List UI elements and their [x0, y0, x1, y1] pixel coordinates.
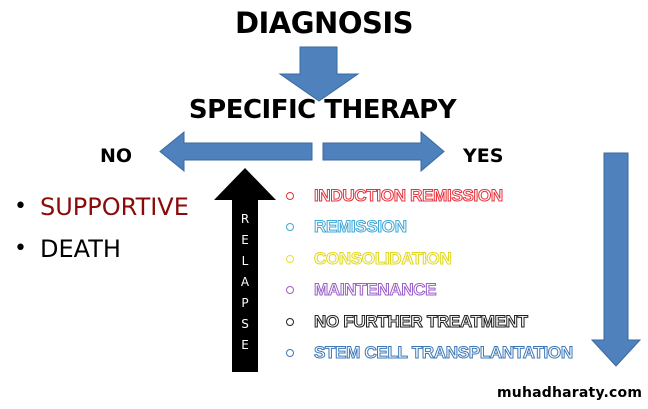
relapse-letter: E	[241, 338, 249, 352]
yes-outcome-item: MAINTENANCE	[284, 275, 573, 307]
yes-outcome-maintenance: MAINTENANCE	[313, 280, 437, 300]
yes-outcome-item: STEM CELL TRANSPLANTATION	[284, 338, 574, 370]
yes-outcome-item: INDUCTION REMISSION	[284, 180, 573, 212]
ring-bullet-icon	[286, 349, 294, 358]
ring-bullet-icon	[286, 317, 294, 326]
no-outcome-death: DEATH	[40, 235, 121, 263]
yes-outcome-induction-remission: INDUCTION REMISSION	[314, 185, 504, 205]
yes-outcome-remission: REMISSION	[314, 217, 408, 237]
ring-bullet-icon	[286, 223, 294, 232]
yes-outcome-item: NO FURTHER TREATMENT	[284, 306, 573, 338]
no-outcome-item: • SUPPORTIVE	[14, 186, 189, 228]
relapse-label: R E L A P S E	[238, 209, 252, 356]
diagnosis-title: DIAGNOSIS	[234, 6, 414, 40]
yes-outcomes-list: INDUCTION REMISSION REMISSION CONSOLIDAT…	[284, 180, 574, 370]
relapse-letter: P	[241, 296, 249, 310]
ring-bullet-icon	[286, 191, 294, 200]
down-arrow-diagnosis	[278, 46, 360, 102]
no-branch-label: NO	[100, 145, 133, 167]
yes-outcome-item: CONSOLIDATION	[284, 243, 573, 275]
yes-branch-label: YES	[463, 145, 504, 167]
yes-outcome-no-further-treatment: NO FURTHER TREATMENT	[314, 311, 529, 331]
ring-bullet-icon	[286, 286, 294, 295]
yes-outcome-consolidation: CONSOLIDATION	[313, 248, 452, 268]
relapse-letter: L	[241, 254, 249, 268]
relapse-arrow	[214, 168, 276, 372]
relapse-letter: A	[240, 275, 250, 289]
yes-outcome-stem-cell-transplantation: STEM CELL TRANSPLANTATION	[314, 343, 574, 363]
bullet-icon: •	[14, 236, 27, 261]
specific-therapy-heading: SPECIFIC THERAPY	[188, 95, 457, 125]
left-arrow-no	[159, 130, 313, 173]
no-outcomes-list: • SUPPORTIVE • DEATH	[14, 186, 189, 270]
ring-bullet-icon	[286, 254, 294, 263]
yes-outcome-item: REMISSION	[284, 212, 573, 244]
relapse-letter: R	[240, 212, 250, 226]
bullet-icon: •	[14, 194, 27, 219]
watermark: muhadharaty.com	[497, 385, 643, 401]
down-arrow-yes-path	[590, 152, 642, 367]
relapse-letter: E	[241, 233, 249, 247]
no-outcome-item: • DEATH	[14, 228, 189, 270]
relapse-letter: S	[241, 317, 249, 331]
right-arrow-yes	[322, 130, 445, 173]
no-outcome-supportive: SUPPORTIVE	[40, 193, 189, 221]
